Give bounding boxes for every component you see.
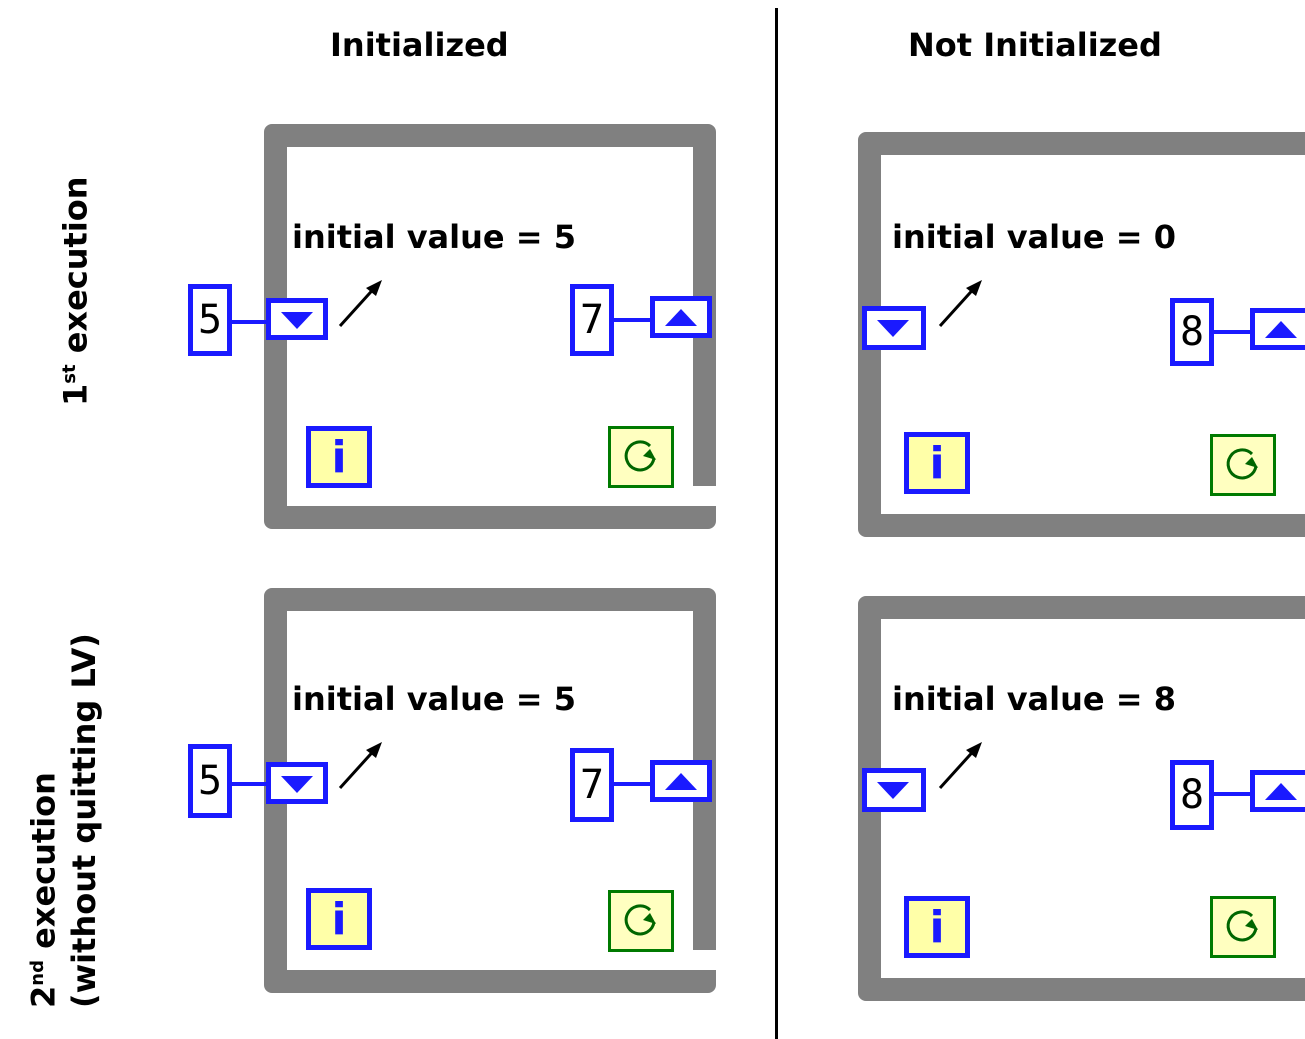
note-init-second: initial value = 5 (292, 680, 576, 718)
shift-register-left[interactable] (862, 306, 926, 350)
note-noinit-first: initial value = 0 (892, 218, 1176, 256)
header-not-initialized: Not Initialized (908, 26, 1162, 64)
shift-register-right[interactable] (1250, 770, 1305, 812)
pointer-arrow (338, 280, 382, 328)
output-indicator: 8 (1170, 760, 1214, 830)
input-wire (232, 782, 266, 786)
shift-register-right[interactable] (650, 760, 712, 802)
output-indicator: 7 (570, 284, 614, 356)
input-constant[interactable]: 5 (188, 744, 232, 818)
output-indicator: 8 (1170, 298, 1214, 366)
output-wire (614, 782, 650, 786)
loop-condition-icon[interactable] (1210, 896, 1276, 958)
output-wire (614, 318, 650, 322)
iteration-icon: i (904, 896, 970, 958)
pointer-arrow (938, 742, 982, 790)
input-wire (232, 320, 266, 324)
shift-register-right[interactable] (650, 296, 712, 338)
shift-register-left[interactable] (266, 298, 328, 340)
shift-register-left[interactable] (266, 762, 328, 804)
note-init-first: initial value = 5 (292, 218, 576, 256)
pointer-arrow (938, 280, 982, 328)
iteration-icon: i (904, 432, 970, 494)
iteration-icon: i (306, 888, 372, 950)
loop-condition-icon[interactable] (1210, 434, 1276, 496)
input-constant[interactable]: 5 (188, 284, 232, 356)
row-label-first-execution: 1st execution (56, 176, 95, 406)
header-initialized: Initialized (330, 26, 509, 64)
output-indicator: 7 (570, 748, 614, 822)
output-wire (1214, 330, 1252, 334)
row-label-second-execution: 2nd execution (without quitting LV) (24, 633, 103, 1008)
output-wire (1214, 792, 1252, 796)
loop-condition-icon[interactable] (608, 890, 674, 952)
pointer-arrow (338, 742, 382, 790)
note-noinit-second: initial value = 8 (892, 680, 1176, 718)
shift-register-right[interactable] (1250, 308, 1305, 350)
loop-condition-icon[interactable] (608, 426, 674, 488)
iteration-icon: i (306, 426, 372, 488)
shift-register-left[interactable] (862, 768, 926, 812)
column-divider (775, 8, 778, 1039)
